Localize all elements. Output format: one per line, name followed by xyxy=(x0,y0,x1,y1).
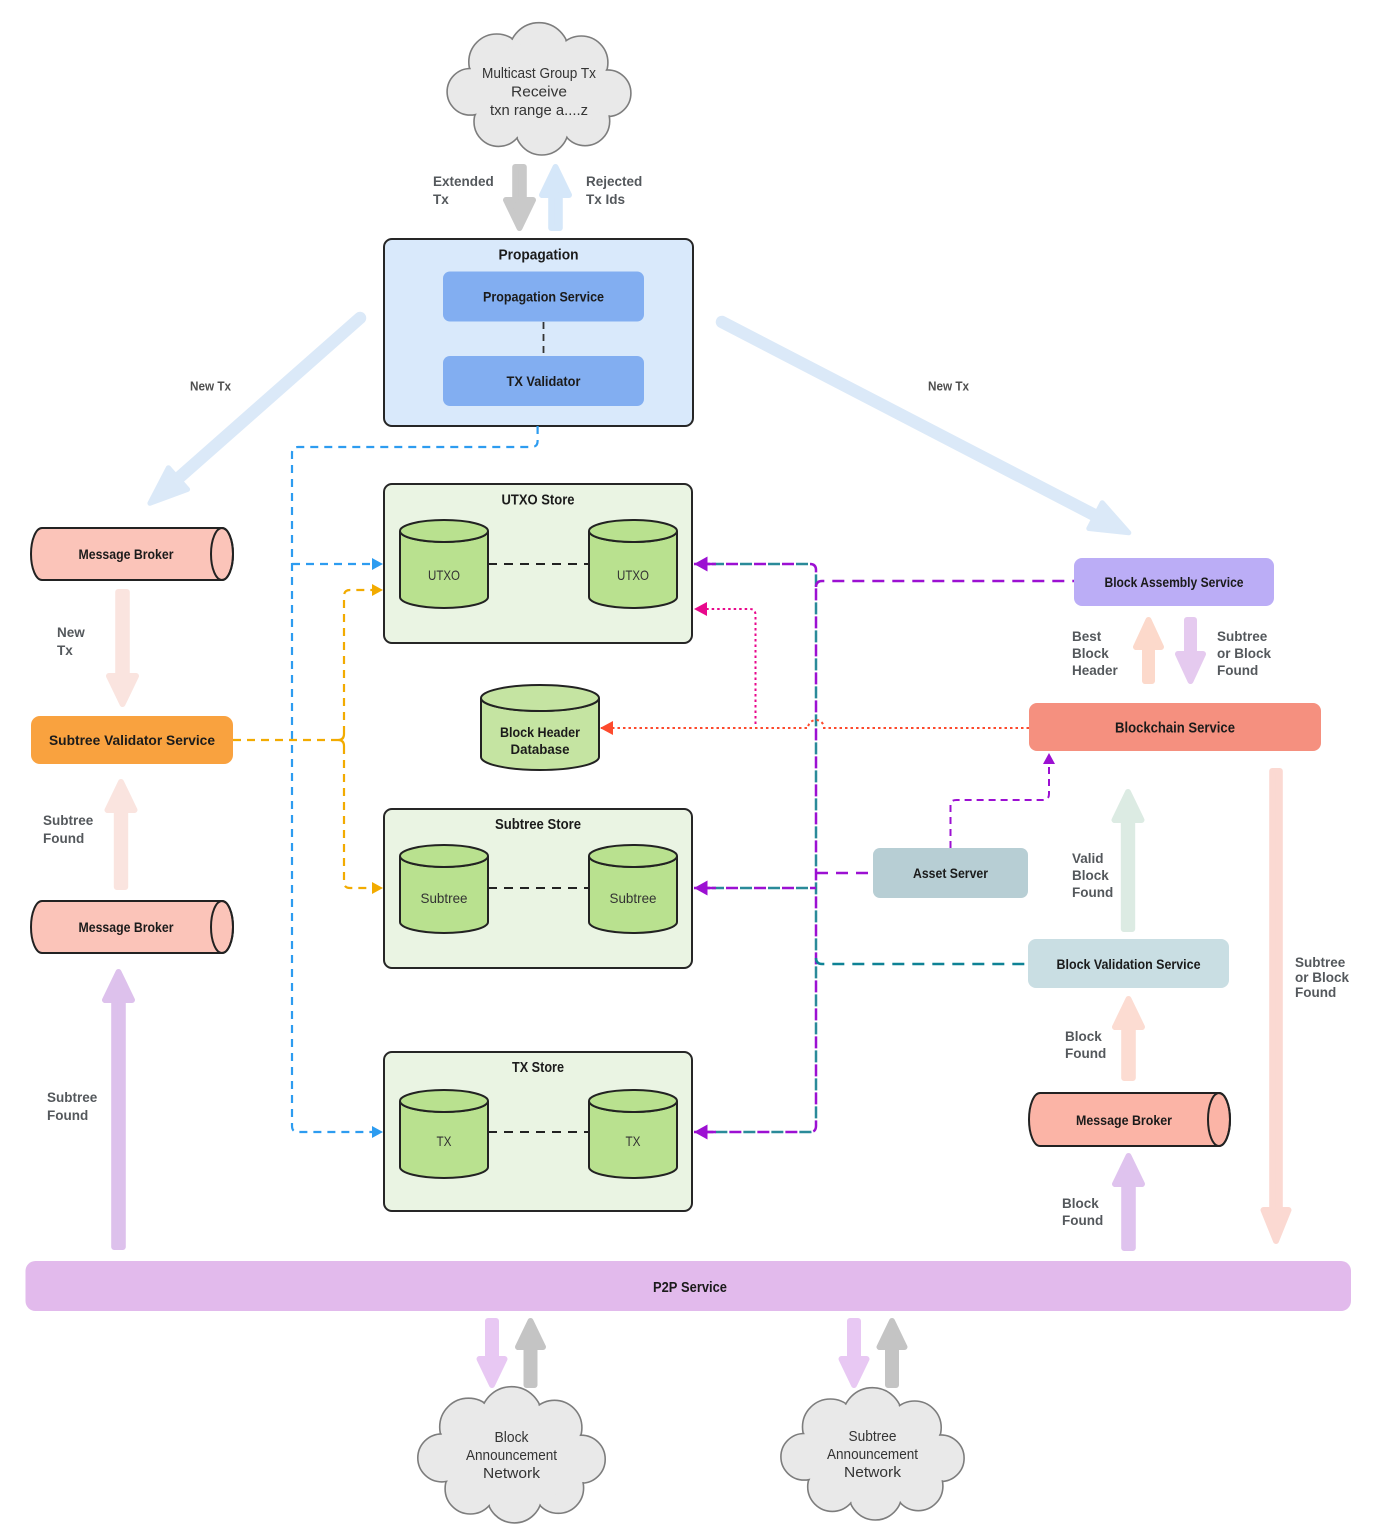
svg-text:Database: Database xyxy=(511,742,570,757)
svg-text:Announcement: Announcement xyxy=(827,1447,918,1463)
svg-text:Tx: Tx xyxy=(57,643,73,658)
svg-text:Subtree: Subtree xyxy=(1295,955,1346,970)
svg-text:UTXO: UTXO xyxy=(617,567,649,583)
svg-text:Receive: Receive xyxy=(511,85,567,101)
svg-text:Subtree: Subtree xyxy=(421,890,468,906)
svg-text:UTXO: UTXO xyxy=(428,567,460,583)
svg-text:txn range a....z: txn range a....z xyxy=(490,103,588,119)
svg-text:Block: Block xyxy=(1072,646,1109,661)
svg-text:Asset Server: Asset Server xyxy=(913,865,988,881)
svg-text:TX Store: TX Store xyxy=(512,1060,564,1076)
svg-text:Announcement: Announcement xyxy=(466,1448,557,1464)
svg-text:TX: TX xyxy=(437,1133,453,1149)
svg-text:UTXO Store: UTXO Store xyxy=(502,493,575,509)
svg-text:Found: Found xyxy=(47,1108,88,1123)
svg-text:Found: Found xyxy=(43,831,84,846)
svg-text:Block Assembly Service: Block Assembly Service xyxy=(1105,574,1244,590)
svg-text:Propagation: Propagation xyxy=(499,248,579,264)
svg-text:Found: Found xyxy=(1072,885,1113,900)
svg-text:New Tx: New Tx xyxy=(190,379,232,394)
svg-text:Block: Block xyxy=(1062,1196,1099,1211)
svg-text:Header: Header xyxy=(1072,663,1119,678)
svg-text:Block: Block xyxy=(1065,1029,1102,1044)
svg-text:Message Broker: Message Broker xyxy=(1076,1112,1172,1128)
svg-text:or Block: or Block xyxy=(1217,646,1272,661)
svg-text:Found: Found xyxy=(1062,1213,1103,1228)
svg-text:Message Broker: Message Broker xyxy=(79,919,174,935)
svg-text:Found: Found xyxy=(1065,1046,1106,1061)
svg-text:Subtree: Subtree xyxy=(43,813,94,828)
svg-text:Tx Ids: Tx Ids xyxy=(586,192,625,207)
svg-text:Subtree Store: Subtree Store xyxy=(495,817,581,833)
svg-text:Subtree: Subtree xyxy=(47,1090,98,1105)
svg-text:Block: Block xyxy=(1072,868,1109,883)
svg-text:Block Header: Block Header xyxy=(500,725,581,740)
svg-text:or Block: or Block xyxy=(1295,970,1350,985)
svg-text:Extended: Extended xyxy=(433,174,494,189)
svg-text:Block: Block xyxy=(495,1430,530,1446)
svg-text:Message Broker: Message Broker xyxy=(79,546,174,562)
svg-text:New Tx: New Tx xyxy=(928,379,970,394)
svg-text:Found: Found xyxy=(1217,663,1258,678)
svg-text:Best: Best xyxy=(1072,629,1102,644)
svg-text:TX: TX xyxy=(626,1133,642,1149)
svg-text:Block Validation Service: Block Validation Service xyxy=(1057,956,1201,972)
svg-text:Valid: Valid xyxy=(1072,851,1104,866)
svg-text:Tx: Tx xyxy=(433,192,449,207)
svg-text:Subtree Validator Service: Subtree Validator Service xyxy=(49,732,215,748)
svg-text:Blockchain Service: Blockchain Service xyxy=(1115,721,1235,737)
svg-text:Subtree: Subtree xyxy=(1217,629,1268,644)
svg-text:Network: Network xyxy=(483,1466,541,1482)
svg-text:Network: Network xyxy=(844,1465,902,1481)
svg-text:Propagation Service: Propagation Service xyxy=(483,289,604,305)
svg-text:Subtree: Subtree xyxy=(610,890,657,906)
svg-text:P2P Service: P2P Service xyxy=(653,1280,727,1296)
svg-text:New: New xyxy=(57,625,85,640)
svg-text:Subtree: Subtree xyxy=(849,1429,897,1445)
svg-text:Rejected: Rejected xyxy=(586,174,642,189)
svg-text:Found: Found xyxy=(1295,985,1336,1000)
svg-text:TX Validator: TX Validator xyxy=(507,373,581,389)
svg-text:Multicast Group Tx: Multicast Group Tx xyxy=(482,66,597,82)
